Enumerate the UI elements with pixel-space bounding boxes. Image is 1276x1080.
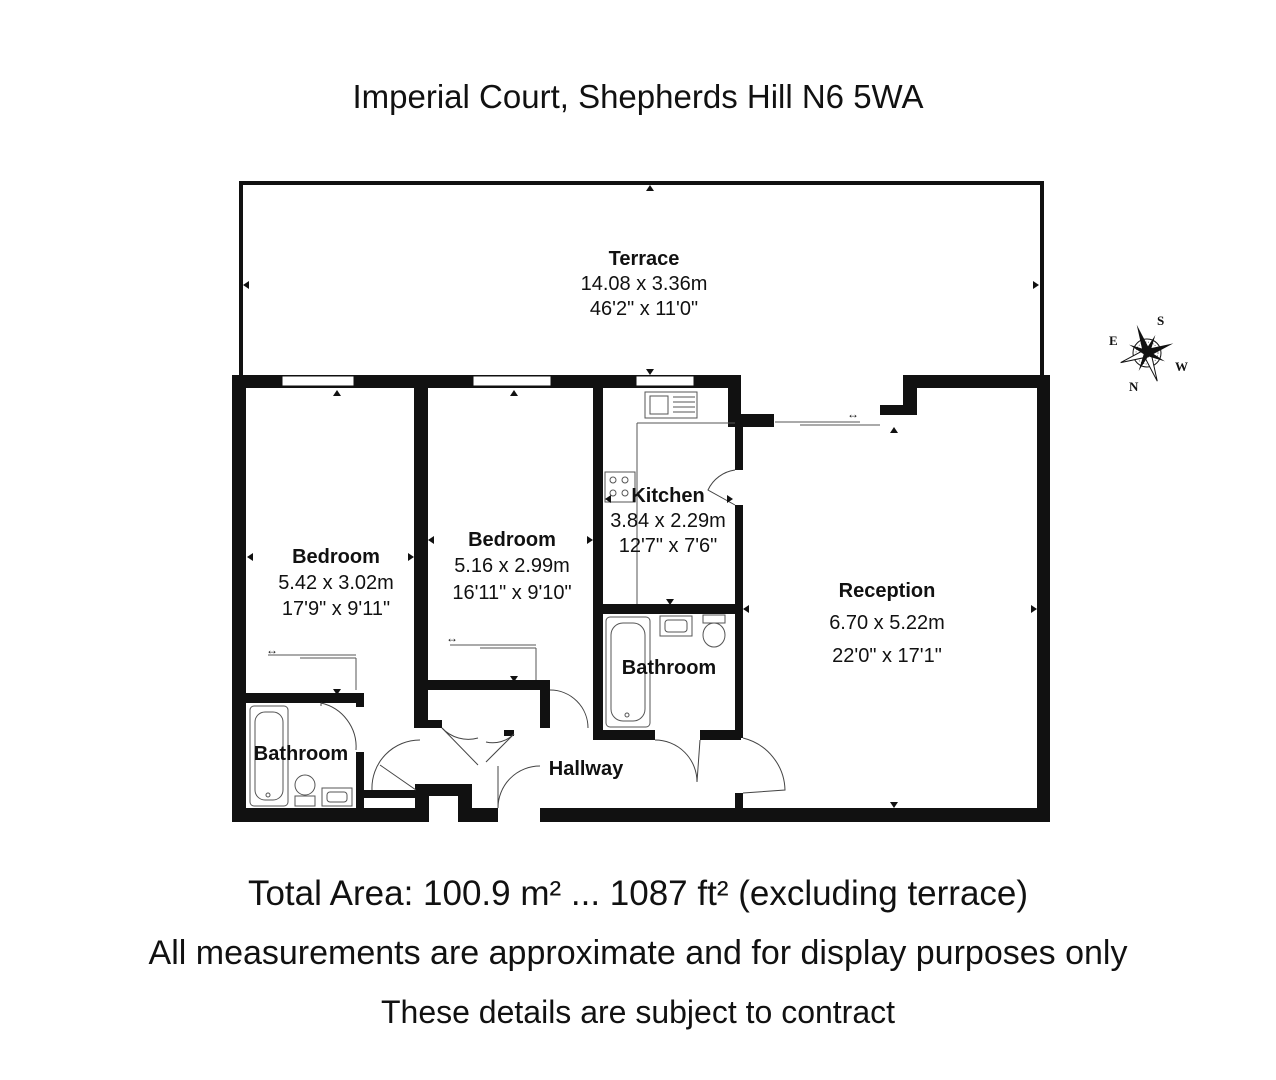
compass-e: E [1109, 333, 1118, 348]
terrace-name: Terrace [609, 248, 680, 270]
kitchen-units [604, 391, 735, 604]
dimension-markers [243, 185, 1039, 808]
disclaimer-text: All measurements are approximate and for… [148, 934, 1128, 972]
bedroom-2-metric: 5.16 x 2.99m [454, 555, 570, 577]
bedroom-1-metric: 5.42 x 3.02m [278, 572, 394, 594]
door-swings [320, 469, 786, 809]
sliding-doors [268, 421, 880, 690]
reception-imperial: 22'0" x 17'1" [832, 645, 942, 667]
bedroom-2-imperial: 16'11" x 9'10" [452, 582, 571, 604]
terrace-outline [239, 181, 1044, 375]
interior-walls [246, 388, 743, 813]
svg-text:↔: ↔ [847, 407, 859, 421]
room-labels: Terrace 14.08 x 3.36m 46'2" x 11'0" Bedr… [254, 248, 945, 780]
bedroom-1-imperial: 17'9" x 9'11" [282, 598, 390, 620]
windows [281, 375, 695, 387]
compass-w: W [1175, 359, 1188, 374]
svg-text:↔: ↔ [446, 631, 458, 645]
reception-metric: 6.70 x 5.22m [829, 612, 945, 634]
bedroom-2-name: Bedroom [468, 529, 556, 551]
floor-plan: ↔ ↔ ↔ [232, 181, 1188, 822]
svg-text:↔: ↔ [266, 643, 278, 657]
bathroom-2-name: Bathroom [622, 657, 716, 679]
contract-text: These details are subject to contract [380, 994, 896, 1030]
terrace-metric: 14.08 x 3.36m [581, 273, 708, 295]
compass-n: N [1129, 379, 1139, 394]
terrace-imperial: 46'2" x 11'0" [590, 298, 698, 320]
hallway-name: Hallway [549, 758, 624, 780]
total-area-text: Total Area: 100.9 m² ... 1087 ft² (exclu… [247, 874, 1029, 913]
kitchen-metric: 3.84 x 2.29m [610, 510, 726, 532]
bathroom-fixtures [249, 614, 726, 807]
slide-arrows: ↔ ↔ ↔ [266, 407, 859, 657]
kitchen-imperial: 12'7" x 7'6" [619, 535, 718, 557]
reception-name: Reception [839, 580, 936, 602]
outer-walls [232, 375, 1050, 822]
compass-star-icon [1120, 324, 1174, 382]
compass-s: S [1157, 313, 1164, 328]
compass-rose: S E W N [1109, 313, 1188, 394]
plan-title: Imperial Court, Shepherds Hill N6 5WA [352, 78, 924, 115]
bathroom-1-name: Bathroom [254, 743, 348, 765]
bedroom-1-name: Bedroom [292, 546, 380, 568]
kitchen-name: Kitchen [631, 485, 704, 507]
